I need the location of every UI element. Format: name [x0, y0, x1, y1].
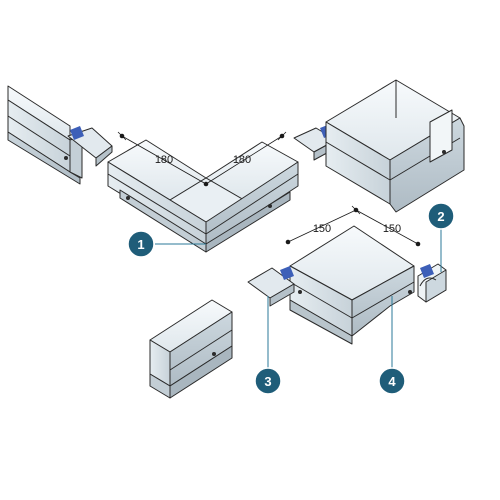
callout-badge-2	[427, 202, 455, 230]
dimension-label-outer-right: 180	[233, 154, 251, 166]
straight-profile-lower-left	[149, 299, 233, 399]
corner-piece-outer	[107, 139, 299, 253]
clip-marker	[70, 126, 84, 140]
dimension-inner: 150 150	[285, 205, 421, 247]
dimension-label-outer-left: 180	[155, 154, 173, 166]
clip-marker	[420, 264, 434, 278]
end-cap-piece	[417, 263, 447, 303]
callout-badge-4	[378, 367, 406, 395]
dimension-label-inner-left: 150	[313, 223, 331, 235]
callout-number-3: 3	[264, 374, 271, 389]
callout-number-2: 2	[437, 209, 444, 224]
callout-number-1: 1	[137, 237, 144, 252]
callout-2: 2	[427, 202, 455, 272]
connector-piece-top-left	[67, 126, 113, 167]
callout-number-4: 4	[388, 374, 396, 389]
callout-badge-1	[127, 230, 155, 258]
clip-marker	[280, 266, 294, 280]
dimension-outer: 180 180	[117, 131, 287, 187]
callout-badge-3	[254, 367, 282, 395]
callout-4: 4	[378, 296, 406, 395]
dimension-label-inner-right: 150	[383, 223, 401, 235]
straight-profile-top-left	[7, 85, 83, 185]
connector-piece-lower-left	[247, 266, 295, 307]
corner-profile-top-right	[325, 79, 465, 213]
callout-1: 1	[127, 230, 206, 258]
callout-3: 3	[254, 296, 282, 395]
corner-piece-inner	[289, 225, 415, 345]
